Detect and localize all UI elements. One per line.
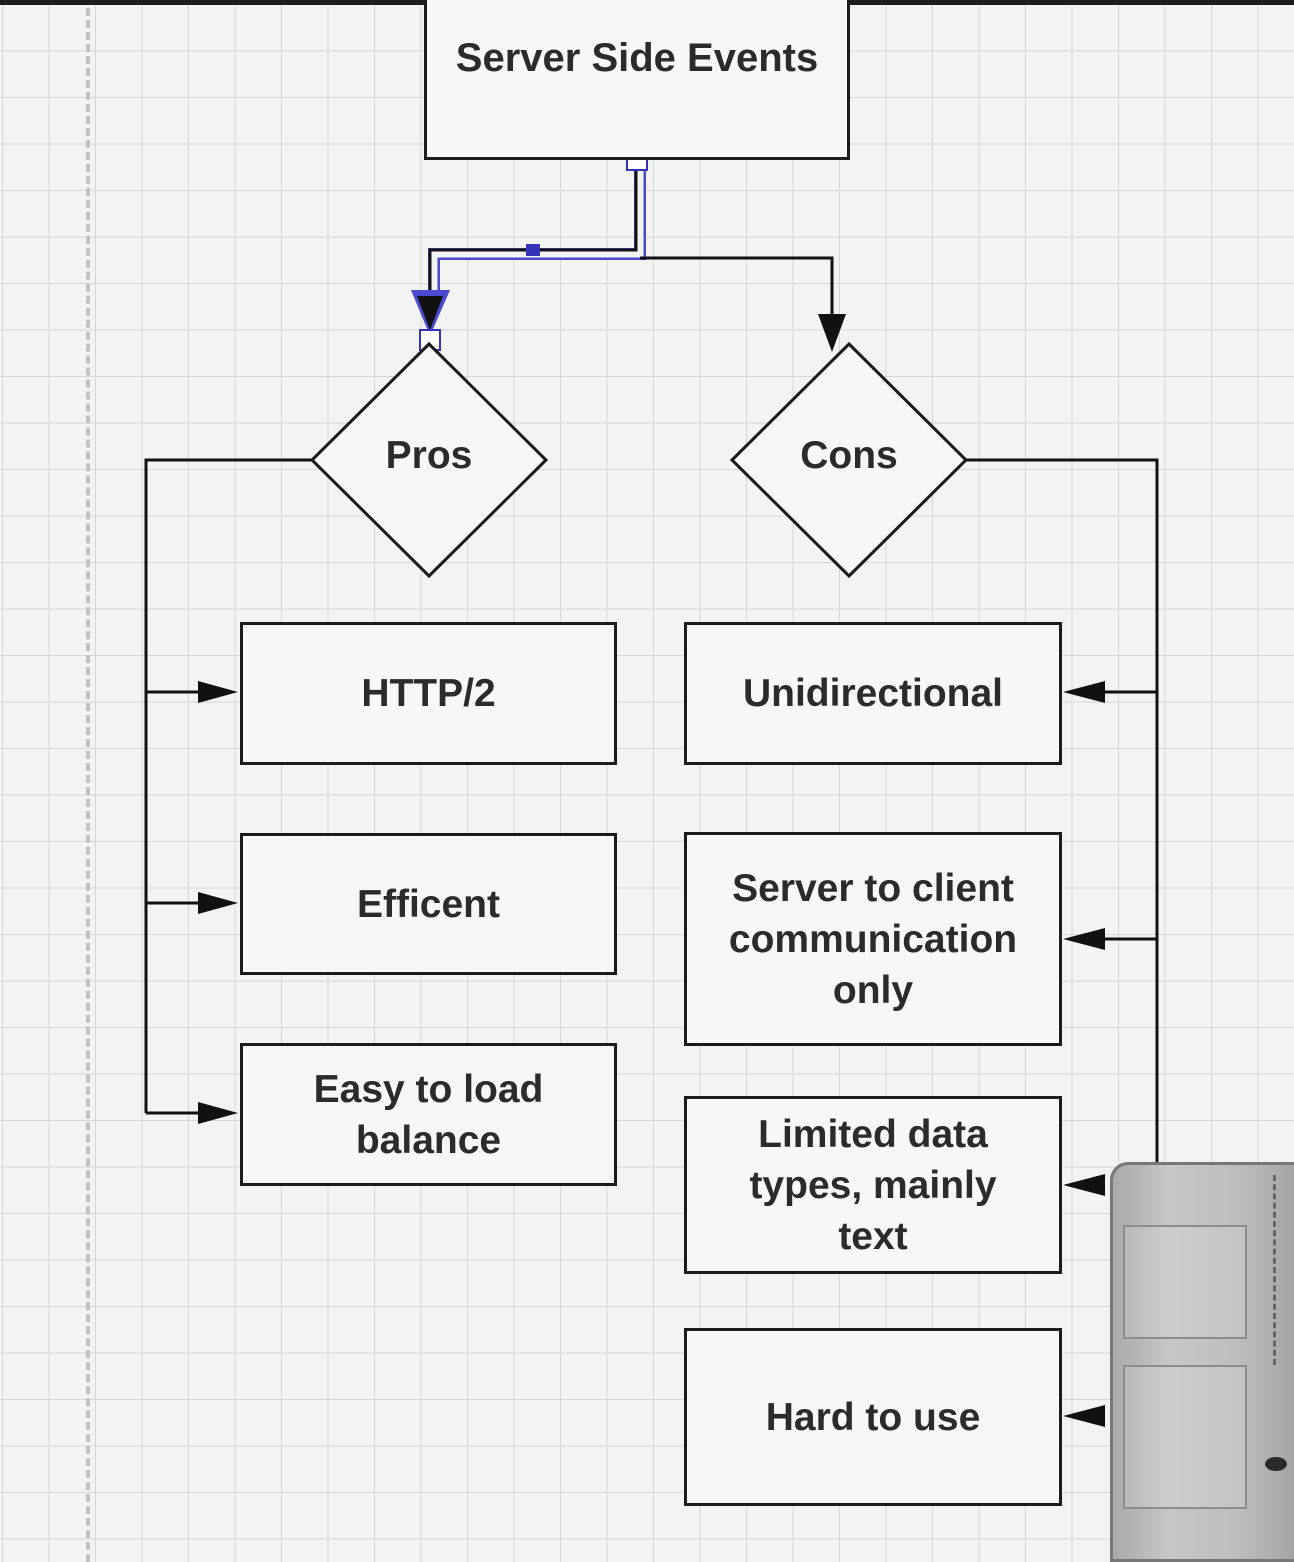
connector-cons-trunk[interactable] xyxy=(966,458,1159,1165)
pros-decision-shape[interactable] xyxy=(309,341,549,579)
door-panel xyxy=(1123,1225,1247,1339)
door-knob xyxy=(1265,1457,1287,1471)
con-hard-to-use-node[interactable]: Hard to use xyxy=(684,1328,1062,1506)
connector-cons-to-hard-to-use[interactable] xyxy=(1063,1405,1105,1427)
connector-pros-to-efficent[interactable] xyxy=(146,892,238,914)
pro-load-balance-node[interactable]: Easy to load balance xyxy=(240,1043,617,1186)
connector-pros-trunk[interactable] xyxy=(144,458,312,1113)
connector-cons-to-unidirectional[interactable] xyxy=(1063,681,1157,703)
door-panel xyxy=(1123,1365,1247,1509)
pro-efficent-node[interactable]: Efficent xyxy=(240,833,617,975)
con-limited-data-node[interactable]: Limited data types, mainly text xyxy=(684,1096,1062,1274)
connector-title-to-pros[interactable] xyxy=(411,165,646,336)
title-node[interactable]: Server Side Events xyxy=(424,0,850,160)
background-door xyxy=(1110,1162,1294,1562)
con-unidirectional-node[interactable]: Unidirectional xyxy=(684,622,1062,765)
connector-pros-to-load-balance[interactable] xyxy=(146,1102,238,1124)
pros-label: Pros xyxy=(385,434,473,477)
connector-handle[interactable] xyxy=(526,244,540,256)
door-edge xyxy=(1273,1175,1276,1365)
connector-title-to-cons[interactable] xyxy=(640,256,846,352)
connector-pros-to-http2[interactable] xyxy=(146,681,238,703)
page-boundary-guide xyxy=(86,8,90,1562)
con-server-to-client-node[interactable]: Server to client communication only xyxy=(684,832,1062,1046)
cons-label: Cons xyxy=(800,434,898,477)
cons-decision-shape[interactable] xyxy=(729,341,969,579)
connector-cons-to-limited-data[interactable] xyxy=(1063,1174,1105,1196)
pro-http2-node[interactable]: HTTP/2 xyxy=(240,622,617,765)
connector-cons-to-server-to-client[interactable] xyxy=(1063,928,1157,950)
